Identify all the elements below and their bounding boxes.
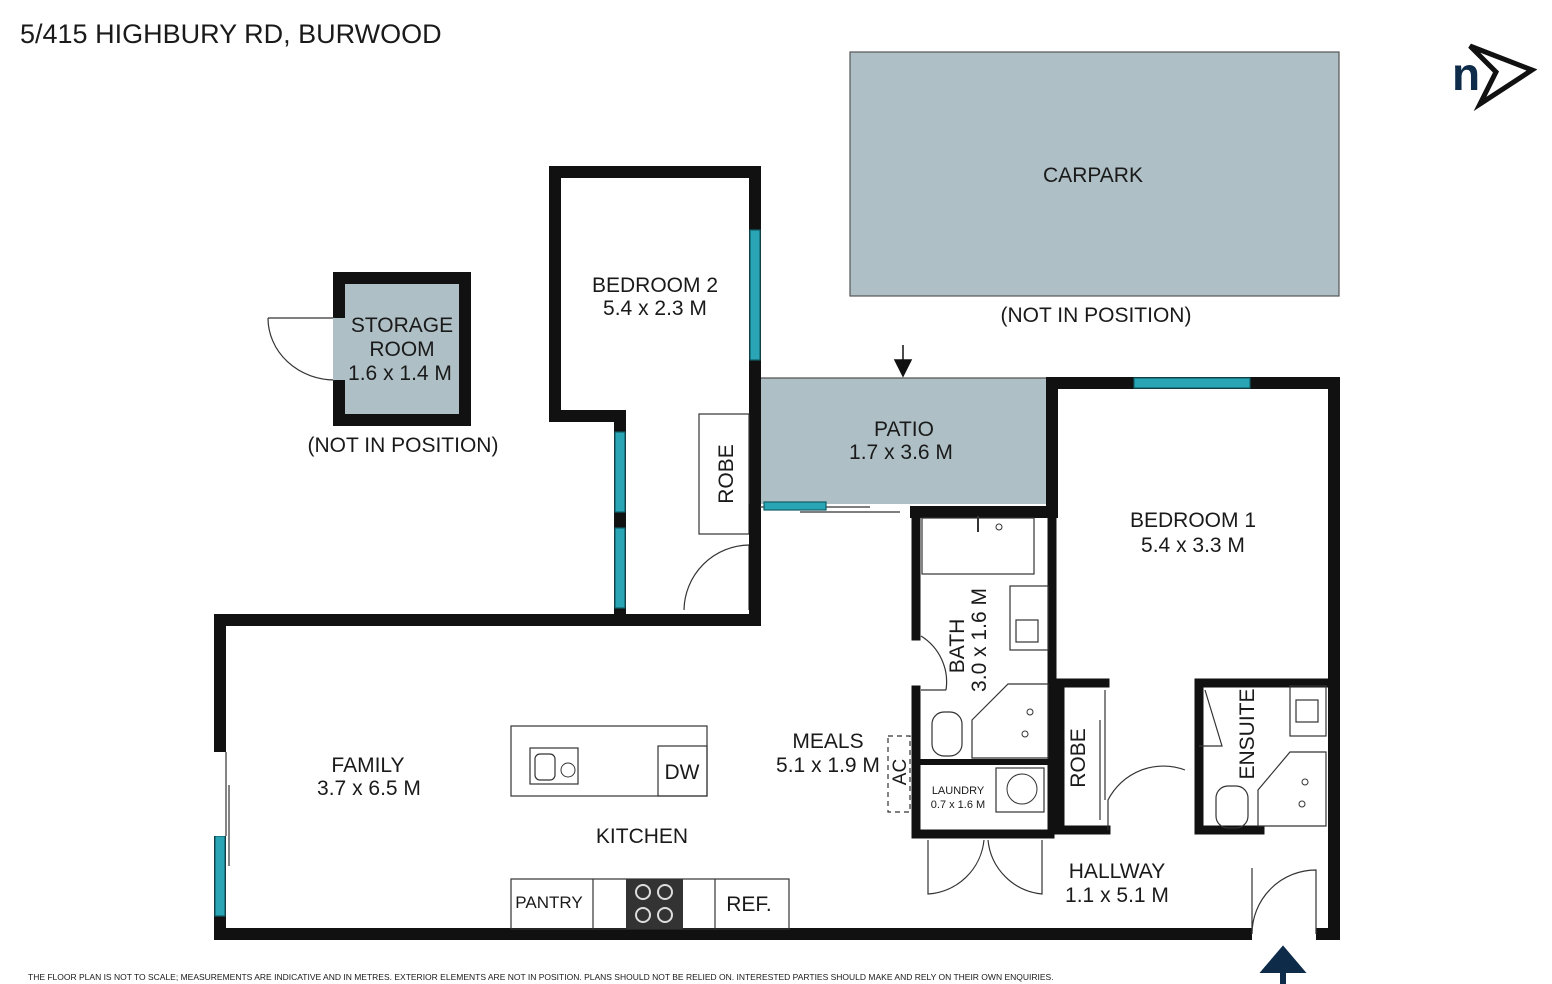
pantry-label: PANTRY: [515, 893, 582, 912]
carpark-label: CARPARK: [1043, 164, 1143, 187]
disclaimer: THE FLOOR PLAN IS NOT TO SCALE; MEASUREM…: [28, 972, 1054, 982]
window: [749, 229, 761, 361]
laundry-label: LAUNDRY: [932, 785, 985, 797]
window: [614, 431, 626, 513]
storage-room: [333, 272, 471, 426]
window: [614, 527, 626, 609]
storage-note: (NOT IN POSITION): [308, 434, 499, 457]
patio-size: 1.7 x 3.6 M: [849, 441, 953, 464]
carpark-note: (NOT IN POSITION): [1001, 304, 1192, 327]
ensuite-label: ENSUITE: [1236, 688, 1259, 779]
hallway-size: 1.1 x 5.1 M: [1065, 884, 1169, 907]
laundry-size: 0.7 x 1.6 M: [931, 799, 985, 811]
ac-label: AC: [890, 759, 911, 785]
bedroom2-label: BEDROOM 2: [592, 274, 718, 297]
ref-label: REF.: [726, 893, 772, 916]
family-label: FAMILY: [331, 754, 404, 777]
window: [214, 835, 226, 917]
storage-label-2: ROOM: [369, 338, 434, 361]
cooktop-icon: [626, 879, 683, 929]
bath-label: BATH: [946, 619, 969, 673]
north-arrow-icon: n: [1452, 43, 1538, 112]
kitchen-label: KITCHEN: [596, 825, 688, 848]
patio-entry-arrow-icon: [893, 345, 913, 378]
dw-label: DW: [665, 761, 700, 784]
logo-letter: n: [1452, 48, 1480, 100]
bedroom1-label: BEDROOM 1: [1130, 509, 1256, 532]
meals-size: 5.1 x 1.9 M: [776, 754, 880, 777]
meals-label: MEALS: [792, 730, 863, 753]
storage-label-1: STORAGE: [351, 314, 453, 337]
bath-size: 3.0 x 1.6 M: [968, 588, 991, 692]
storage-size: 1.6 x 1.4 M: [348, 362, 452, 385]
patio-area: [760, 378, 1052, 504]
window: [763, 501, 827, 511]
storage-door: [267, 317, 336, 381]
carpark-area: [849, 51, 1340, 297]
bedroom1-size: 5.4 x 3.3 M: [1141, 534, 1245, 557]
patio-label: PATIO: [874, 418, 934, 441]
robe-label: ROBE: [1067, 728, 1090, 788]
address-title: 5/415 HIGHBURY RD, BURWOOD: [20, 19, 442, 49]
bedroom2-size: 5.4 x 2.3 M: [603, 297, 707, 320]
entry-arrow-icon: [1259, 945, 1307, 984]
window: [1133, 377, 1251, 389]
family-size: 3.7 x 6.5 M: [317, 777, 421, 800]
hallway-label: HALLWAY: [1069, 860, 1165, 883]
bedroom2-robe-label: ROBE: [715, 444, 738, 504]
